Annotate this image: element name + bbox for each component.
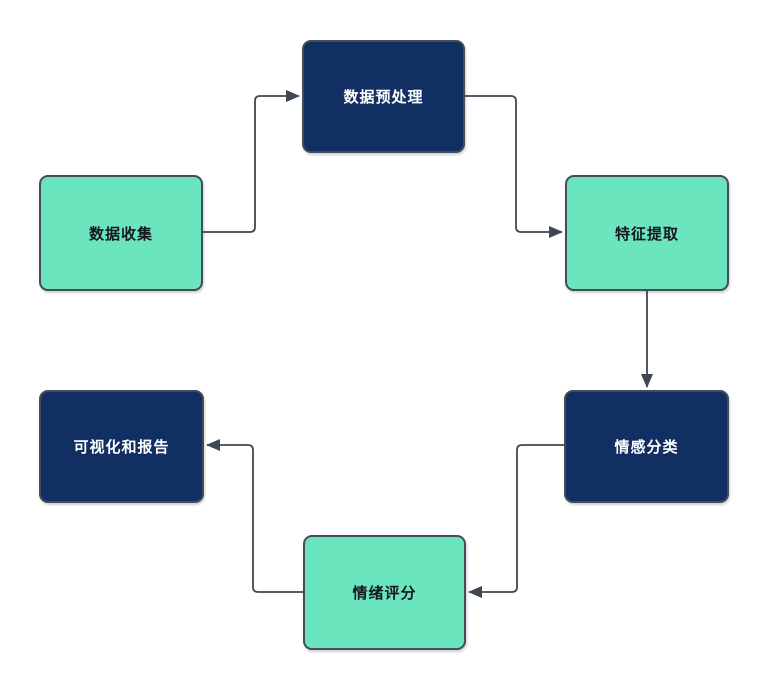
node-feature-extraction[interactable]: 特征提取 <box>565 175 729 291</box>
connector-classification-to-scoring <box>468 444 564 598</box>
node-emotion-scoring-label: 情绪评分 <box>352 585 417 602</box>
node-visualization-report-label: 可视化和报告 <box>73 439 170 456</box>
node-data-collection[interactable]: 数据收集 <box>39 175 203 291</box>
node-data-collection-label: 数据收集 <box>88 225 153 243</box>
node-sentiment-classification[interactable]: 情感分类 <box>564 390 729 503</box>
connector-collection-to-preprocessing <box>203 90 300 233</box>
node-feature-extraction-label: 特征提取 <box>614 225 679 243</box>
node-visualization-report[interactable]: 可视化和报告 <box>39 390 204 503</box>
connector-preprocessing-to-extraction <box>465 95 563 238</box>
node-data-preprocessing-label: 数据预处理 <box>343 89 424 106</box>
connector-scoring-to-report <box>206 439 303 593</box>
node-sentiment-classification-label: 情感分类 <box>614 439 679 456</box>
node-emotion-scoring[interactable]: 情绪评分 <box>303 535 466 650</box>
node-data-preprocessing[interactable]: 数据预处理 <box>302 40 465 153</box>
